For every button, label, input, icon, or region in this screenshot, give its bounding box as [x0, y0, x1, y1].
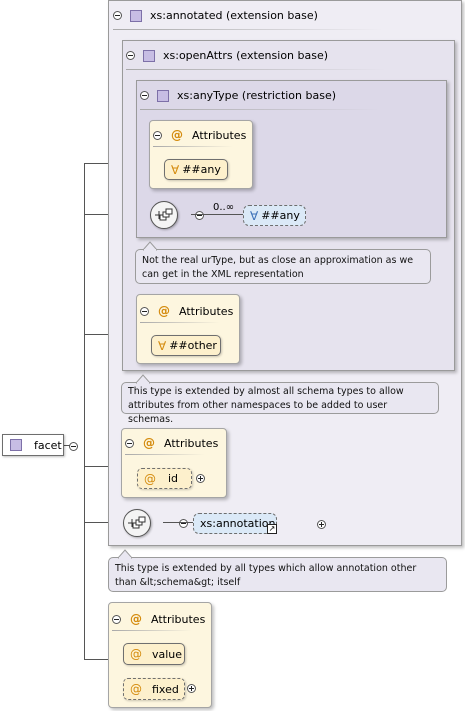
root-collapse-button[interactable] — [69, 442, 78, 451]
id-attribute-expand-button[interactable] — [196, 474, 205, 483]
anytype-attributes-title: Attributes — [192, 128, 247, 142]
annotated-collapse-button[interactable] — [113, 11, 122, 20]
value-attribute-label: value — [152, 647, 183, 661]
root-element[interactable]: facet — [2, 434, 64, 456]
root-element-label: facet — [34, 438, 62, 452]
id-attribute[interactable]: @ id — [137, 468, 192, 489]
sequence-collapse-button[interactable] — [179, 519, 188, 528]
reference-arrow-icon: ↗ — [267, 524, 277, 534]
connector-annotated-seq — [84, 522, 122, 523]
attribute-icon: @ — [171, 128, 183, 142]
complex-type-icon — [130, 9, 142, 22]
connector-trunk — [84, 163, 85, 660]
annotation-element[interactable]: xs:annotation ↗ — [193, 513, 277, 534]
anytype-documentation-note: Not the real urType, but as close an app… — [135, 249, 431, 284]
anytype-note-text: Not the real urType, but as close an app… — [142, 255, 414, 280]
openattrs-title: xs:openAttrs (extension base) — [163, 49, 329, 62]
annotation-expand-button[interactable] — [316, 520, 326, 529]
annotated-attributes-collapse-button[interactable] — [125, 438, 134, 448]
facet-attributes-box: @ Attributes @ value @ fixed — [108, 602, 212, 708]
cardinality-label: 0..∞ — [213, 202, 235, 213]
note-pointer — [136, 374, 150, 384]
sequence-connector — [163, 522, 193, 523]
connector-annotated-attrs — [84, 466, 122, 467]
complex-type-icon — [10, 439, 22, 451]
wildcard-icon: ∀ — [250, 208, 259, 223]
wildcard-label: ##any — [182, 163, 221, 176]
facet-attributes-title: Attributes — [151, 612, 206, 626]
wildcard-icon: ∀ — [158, 338, 167, 353]
anytype-attributes-box: @ Attributes ∀ ##any — [149, 120, 253, 189]
sequence-compositor-icon[interactable] — [150, 201, 178, 229]
any-element-wildcard[interactable]: ∀ ##any — [243, 205, 306, 226]
sequence-collapse-button[interactable] — [194, 211, 204, 220]
attribute-icon: @ — [130, 647, 142, 661]
openattrs-collapse-button[interactable] — [126, 51, 135, 60]
any-attribute-wildcard[interactable]: ∀ ##any — [164, 159, 228, 180]
attribute-icon: @ — [130, 682, 142, 696]
note-pointer — [118, 549, 132, 559]
id-attribute-label: id — [168, 472, 179, 485]
complex-type-icon — [157, 89, 169, 102]
fixed-attribute[interactable]: @ fixed — [123, 678, 185, 700]
openattrs-attributes-collapse-button[interactable] — [140, 306, 149, 316]
annotation-element-label: xs:annotation — [200, 517, 276, 530]
annotated-documentation-note: This type is extended by all types which… — [108, 557, 447, 592]
fixed-attribute-expand-button[interactable] — [187, 684, 196, 693]
facet-attributes-collapse-button[interactable] — [112, 614, 121, 624]
openattrs-note-text: This type is extended by almost all sche… — [128, 386, 404, 425]
anytype-title: xs:anyType (restriction base) — [177, 89, 337, 102]
openattrs-documentation-note: This type is extended by almost all sche… — [121, 382, 439, 425]
attribute-icon: @ — [144, 471, 156, 486]
annotated-title: xs:annotated (extension base) — [150, 9, 318, 22]
fixed-attribute-label: fixed — [152, 682, 179, 696]
sequence-icon — [155, 208, 173, 221]
attribute-icon: @ — [158, 304, 170, 318]
other-attribute-wildcard[interactable]: ∀ ##other — [151, 335, 221, 356]
anytype-collapse-button[interactable] — [140, 91, 149, 100]
note-pointer — [143, 241, 157, 251]
annotated-attributes-box: @ Attributes @ id — [121, 428, 227, 498]
openattrs-attributes-title: Attributes — [179, 304, 234, 318]
attribute-icon: @ — [143, 436, 155, 450]
annotated-note-text: This type is extended by all types which… — [115, 563, 417, 588]
attribute-icon: @ — [130, 612, 142, 626]
sequence-connector — [191, 214, 243, 215]
sequence-compositor-icon[interactable] — [123, 509, 151, 537]
annotated-attributes-title: Attributes — [164, 436, 219, 450]
connector-facet-attrs — [84, 659, 108, 660]
wildcard-label: ##other — [169, 339, 217, 352]
openattrs-attributes-box: @ Attributes ∀ ##other — [136, 294, 240, 364]
value-attribute[interactable]: @ value — [123, 643, 185, 665]
any-element-label: ##any — [261, 209, 300, 222]
anytype-attributes-collapse-button[interactable] — [153, 130, 162, 140]
complex-type-icon — [143, 49, 155, 62]
sequence-icon — [128, 516, 146, 529]
wildcard-icon: ∀ — [171, 162, 180, 177]
